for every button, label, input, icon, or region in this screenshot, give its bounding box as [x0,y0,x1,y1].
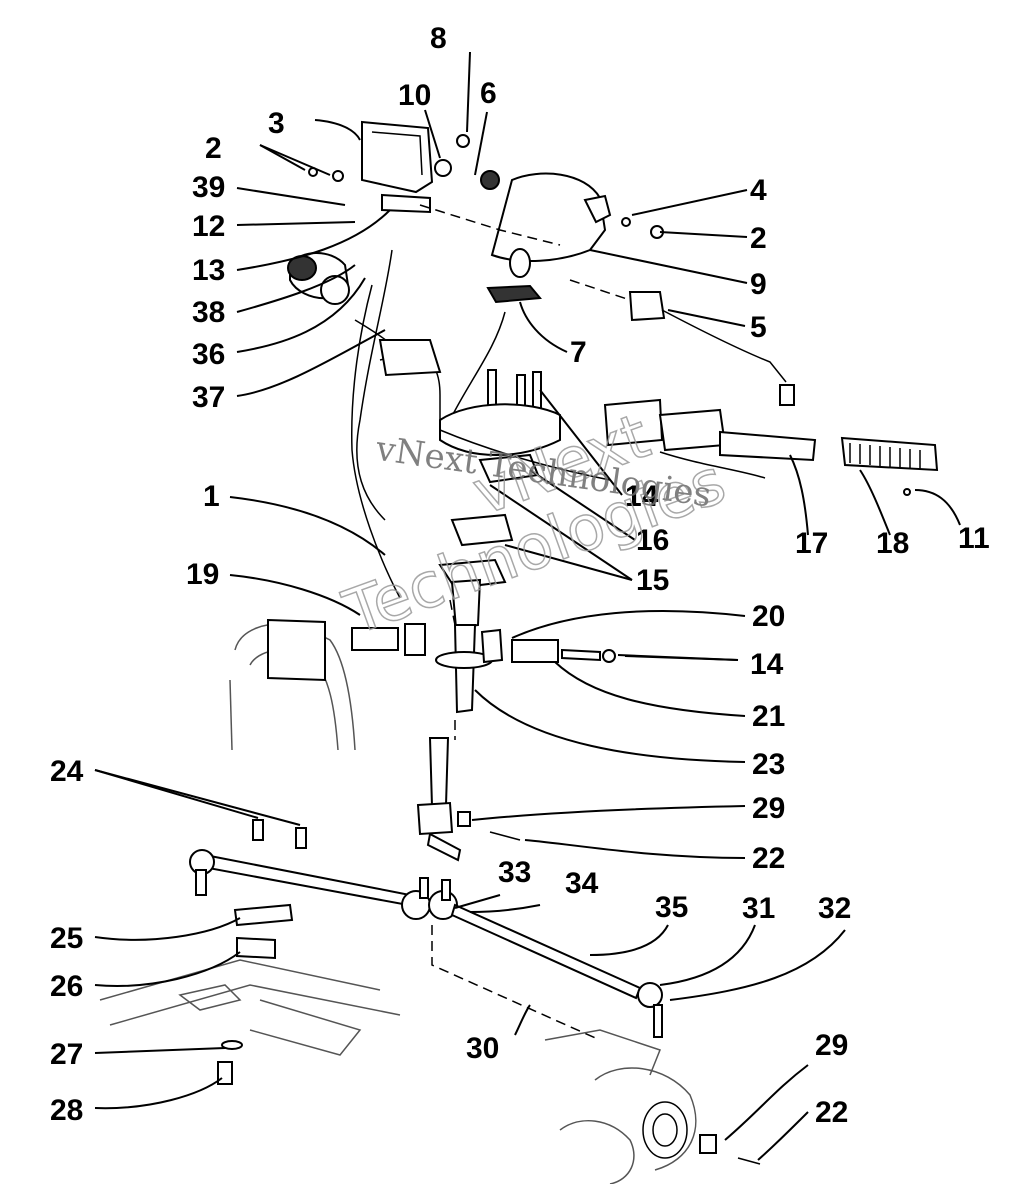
callout-13: 13 [192,254,225,287]
callout-36: 36 [192,338,225,371]
callout-33: 33 [498,856,531,889]
callout-15: 15 [636,564,669,597]
small-hardware [308,134,911,496]
frame-outline [99,623,697,1184]
callout-1: 1 [203,480,220,513]
kill-switch [628,291,795,406]
callout-10: 10 [398,79,431,112]
callout-12: 12 [192,210,225,243]
tie-rods [189,811,761,1165]
callout-11: 11 [958,522,990,555]
callout-3: 3 [268,107,285,140]
callout-4: 4 [750,174,767,207]
grip [840,436,939,472]
callout-30: 30 [466,1032,499,1065]
callout-16: 16 [636,524,669,557]
callout-22: 22 [752,842,785,875]
callout-38: 38 [192,296,225,329]
callout-20: 20 [752,600,785,633]
callout-26: 26 [50,970,83,1003]
callout-7: 7 [570,336,587,369]
alignment-lines [419,204,631,1041]
callout-28: 28 [50,1094,83,1127]
callout-6: 6 [480,77,497,110]
callout-19: 19 [186,558,219,591]
steering-post [416,558,507,862]
speedometer-pod [361,120,434,214]
master-cylinder [603,398,817,479]
callout-2: 2 [205,132,222,165]
callout-34: 34 [565,867,599,900]
callout-24: 24 [50,755,84,788]
callout-29: 29 [752,792,785,825]
callout-17: 17 [795,527,828,560]
callout-8: 8 [430,22,447,55]
callout-23: 23 [752,748,785,781]
callout-9: 9 [750,268,767,301]
throttle-housing [287,252,350,305]
callout-39: 39 [192,171,225,204]
callout-14: 14 [750,648,784,681]
headlight-pod [486,172,612,304]
handlebar [378,339,611,481]
callout-22: 22 [815,1096,848,1129]
handlebar-clamp-bolts [439,369,561,547]
callout-32: 32 [818,892,851,925]
callout-27: 27 [50,1038,83,1071]
callout-21: 21 [752,700,785,733]
callout-35: 35 [655,891,688,924]
callout-25: 25 [50,922,83,955]
callout-29: 29 [815,1029,848,1062]
leader-lines [94,51,961,1161]
callout-2: 2 [750,222,767,255]
callout-14: 14 [625,480,659,513]
callout-18: 18 [876,527,909,560]
column-bushings [267,618,616,682]
callout-37: 37 [192,381,225,414]
callout-labels: 1 2 2 3 4 5 6 7 8 9 10 11 12 13 14 14 15… [50,22,990,1129]
callout-31: 31 [742,892,775,925]
callout-5: 5 [750,311,767,344]
